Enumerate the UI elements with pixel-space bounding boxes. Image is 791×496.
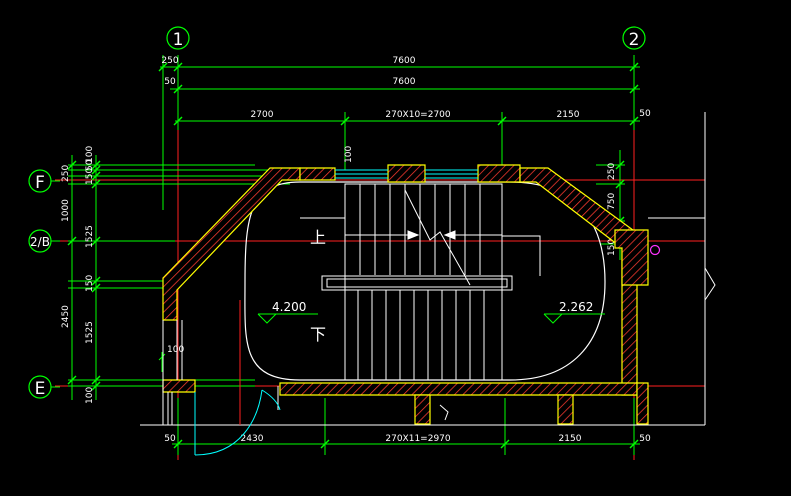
level-marker-left: 4.200: [257, 300, 318, 324]
axis-label-1: 1: [173, 30, 184, 50]
dim-overall-2: 7600: [393, 77, 416, 87]
axis-bubble-1: [166, 26, 190, 50]
windows: [335, 169, 478, 179]
dim-bottom-right-offset: 50: [639, 434, 651, 444]
stair-arrows: [345, 230, 502, 240]
dim-left-offset-1: 250: [161, 56, 178, 66]
dim-left-1000: 1000: [61, 199, 71, 222]
arrow-down-head: [443, 230, 456, 240]
dim-left-250: 250: [61, 165, 71, 182]
dim-slab-note: 100: [344, 146, 354, 163]
marker-circle: [649, 244, 661, 256]
dim-top-right-offset: 50: [639, 109, 651, 119]
dim-top-seg-right: 2150: [557, 110, 580, 120]
wall-lower-left: [162, 379, 196, 393]
axis-label-f: F: [35, 173, 45, 193]
dim-left-1525-b: 1525: [85, 321, 95, 344]
label-up: 上: [310, 228, 326, 247]
dim-bottom-left-offset: 50: [164, 434, 176, 444]
dim-left-100-mid: 100: [167, 345, 184, 355]
dim-top-seg-left: 2700: [251, 110, 274, 120]
stair-outline: [344, 183, 503, 381]
dim-bottom-seg-mid: 270X11=2970: [385, 434, 451, 444]
axis-label-e: E: [35, 379, 46, 399]
dim-left-150-a: 150: [85, 168, 95, 185]
dim-left-100-bot: 100: [85, 387, 95, 404]
dim-left-2450: 2450: [61, 305, 71, 328]
axis-bubble-2: [622, 26, 646, 50]
arrow-up-head: [407, 230, 420, 240]
handrail-inner: [326, 278, 508, 288]
dim-overall-1: 7600: [393, 56, 416, 66]
axis-label-2: 2: [629, 30, 640, 50]
axis-label-2b: 2/B: [30, 235, 50, 249]
handrail-well: [321, 275, 513, 291]
walls: [162, 164, 649, 425]
stair-direction-labels: 上 下: [310, 228, 326, 344]
dim-left-150-b: 150: [85, 275, 95, 292]
dim-left-offset-2: 50: [164, 77, 176, 87]
dim-left-1525-a: 1525: [85, 225, 95, 248]
bottom-dimension-lines: [172, 398, 640, 455]
wall-bottom: [279, 382, 638, 396]
break-mark-bottom: [439, 404, 449, 421]
wall-top-left: [299, 167, 336, 181]
wall-right-column: [614, 229, 649, 286]
level-right-text: 2.262: [559, 300, 593, 314]
wall-top-mid: [387, 164, 426, 183]
dim-right-750: 750: [607, 193, 617, 210]
pier-bottom-2: [557, 394, 574, 425]
dim-left-50: 50: [85, 159, 95, 171]
left-dimension-lines: [67, 155, 290, 400]
wall-top-right: [477, 164, 521, 183]
door-swing: [194, 389, 281, 456]
dim-right-250: 250: [607, 163, 617, 180]
break-line-right: [704, 267, 716, 301]
dim-top-seg-mid: 270X10=2700: [385, 110, 451, 120]
bottom-dimension-text: 50 2430 270X11=2970 2150 50: [164, 434, 651, 444]
dim-right-150: 150: [607, 239, 617, 256]
top-dimension-text: 7600 7600 250 50 2700 270X10=2700 2150 5…: [161, 56, 651, 163]
dim-bottom-seg-right: 2150: [559, 434, 582, 444]
level-left-text: 4.200: [272, 300, 306, 314]
level-marker-right: 2.262: [543, 300, 605, 324]
dim-left-100-top: 100: [85, 146, 95, 163]
label-down: 下: [310, 325, 326, 344]
dim-bottom-seg-left: 2430: [241, 434, 264, 444]
stair-treads: [300, 183, 541, 381]
pier-bottom-1: [414, 394, 431, 425]
axis-bubbles: 1 2 F 2/B E: [28, 26, 646, 399]
wall-upper-left: [162, 167, 301, 321]
pier-bottom-3: [636, 382, 649, 425]
left-dimension-text: 100 250 150 50 1000 1525 150 2450 1525 1…: [61, 146, 184, 404]
left-mid-dim-marker: [158, 352, 166, 372]
